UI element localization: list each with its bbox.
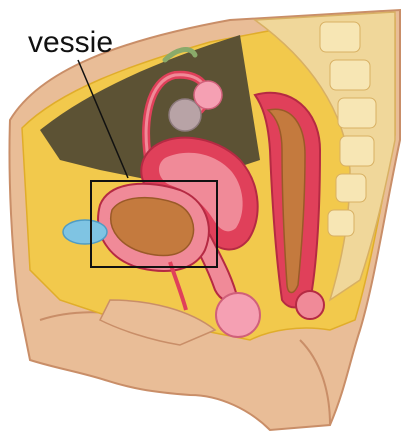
ovary [194, 81, 222, 109]
vertebra-4 [340, 136, 374, 166]
vertebra-2 [330, 60, 370, 90]
vertebra-3 [338, 98, 376, 128]
vessie-label: vessie [28, 26, 113, 59]
lower-organ-pink [216, 293, 260, 337]
vertebra-1 [320, 22, 360, 52]
anus [296, 291, 324, 319]
vertebra-5 [336, 174, 366, 202]
vertebra-6 [328, 210, 354, 236]
pubic-bone [63, 220, 107, 244]
